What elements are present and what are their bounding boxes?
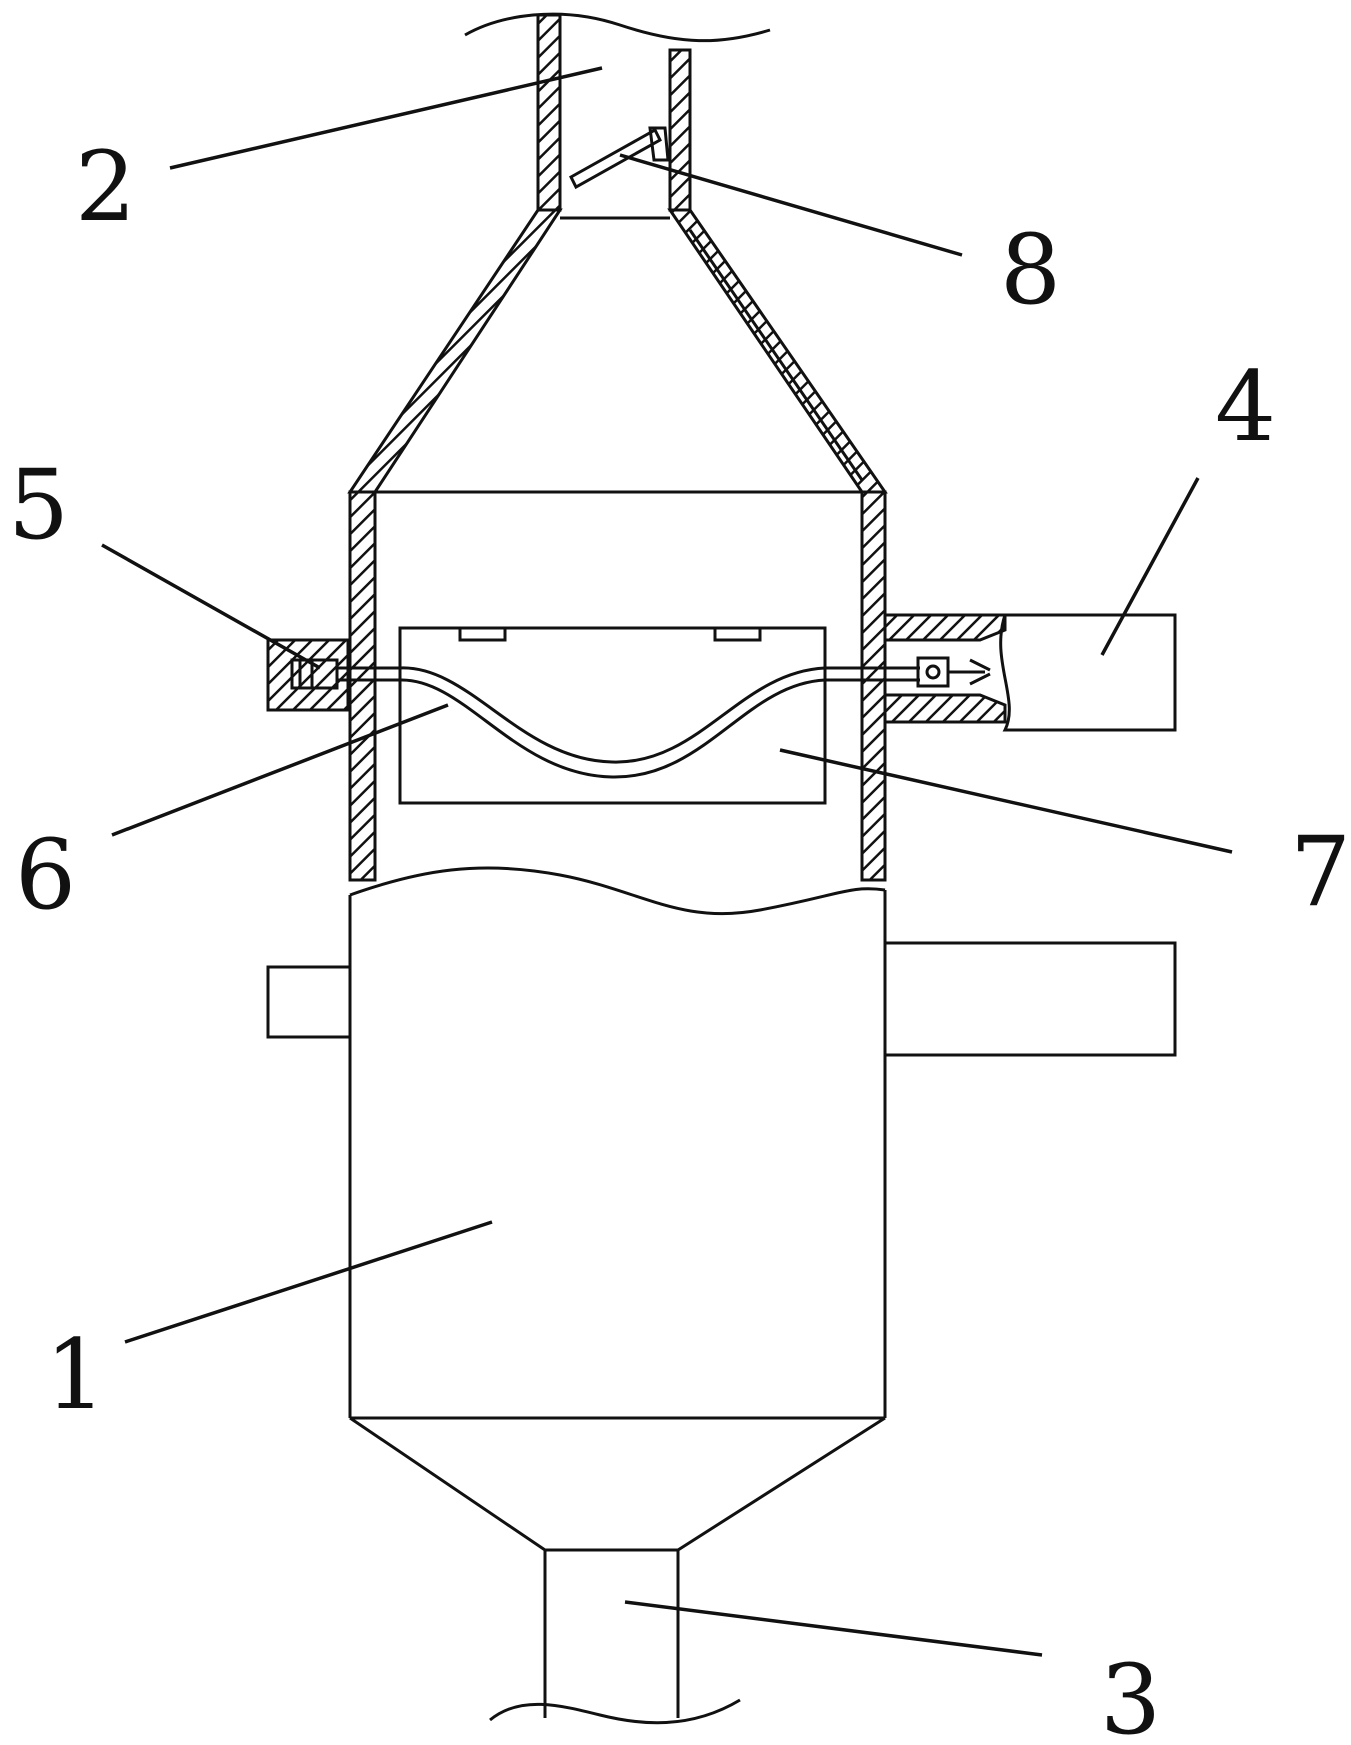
upper-cone: [347, 208, 888, 494]
leader-7: [779, 748, 1233, 854]
inlet-pipe: [464, 12, 771, 220]
leader-2: [169, 66, 603, 170]
label-5: 5: [8, 449, 69, 561]
leader-8: [619, 153, 963, 257]
upper-chamber: [348, 490, 887, 882]
label-7: 7: [1290, 816, 1351, 928]
side-housing: [883, 613, 1177, 732]
lower-cone: [349, 1416, 886, 1552]
leader-6: [111, 703, 449, 837]
wavy-rod: [337, 666, 920, 779]
label-6: 6: [15, 819, 76, 931]
label-8: 8: [1000, 214, 1061, 326]
leader-1: [124, 1220, 493, 1344]
leader-4: [1100, 477, 1200, 656]
leader-lines: [101, 66, 1233, 1657]
left-clamp-block: [266, 638, 350, 712]
label-1: 1: [45, 1319, 106, 1431]
label-4: 4: [1215, 351, 1276, 463]
outlet-pipe: [489, 1550, 741, 1725]
callouts: 2 8 4 5 6 7 1 3: [8, 131, 1351, 1745]
main-body: [266, 866, 1177, 1420]
leader-3: [624, 1600, 1043, 1657]
leader-5: [101, 543, 321, 670]
filter-box: [398, 626, 827, 805]
label-3: 3: [1100, 1644, 1161, 1745]
label-2: 2: [75, 131, 136, 243]
inlet-deflector: [569, 126, 670, 190]
